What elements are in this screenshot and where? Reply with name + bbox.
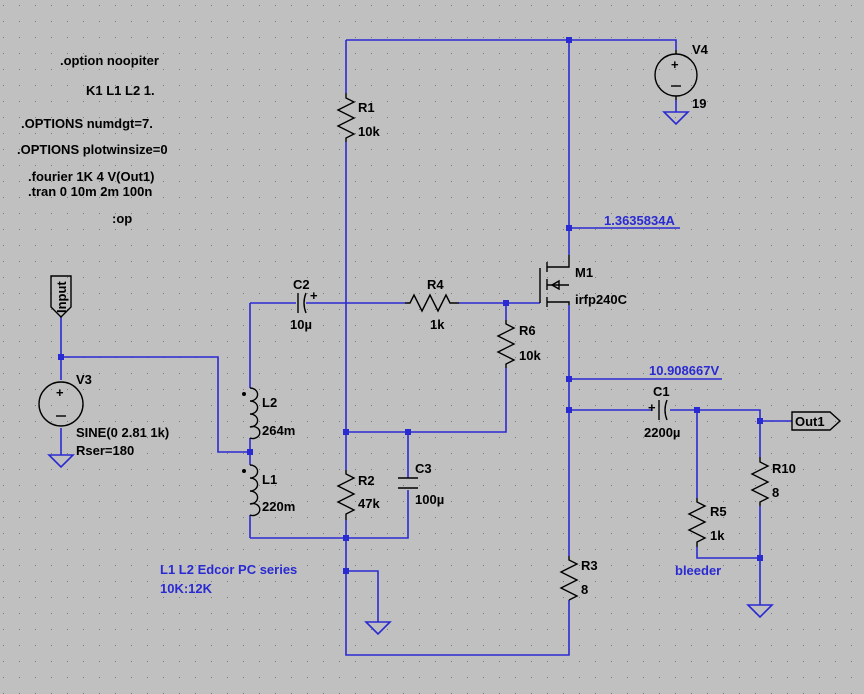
wire-r6-bottom[interactable] [346, 368, 507, 433]
l2-value: 264m [262, 423, 295, 438]
capacitor-c3[interactable]: C3 100µ [398, 461, 444, 507]
port-input-label: Input [54, 281, 69, 313]
l2-dot-icon [242, 392, 246, 396]
directive-numdgt[interactable]: .OPTIONS numdgt=7. [21, 116, 153, 131]
voltage-source-v3[interactable]: + V3 SINE(0 2.81 1k) Rser=180 [38, 372, 169, 458]
resistor-r10[interactable]: R10 8 [750, 457, 796, 506]
c2-name: C2 [293, 277, 310, 292]
junctions [58, 37, 763, 574]
wire-c3-bottom[interactable] [250, 490, 409, 539]
junction [405, 429, 411, 435]
wires [60, 39, 792, 656]
junction [757, 555, 763, 561]
c2-plus-icon: + [310, 288, 318, 303]
wire-input-transformer[interactable] [61, 356, 250, 453]
r4-value: 1k [430, 317, 445, 332]
capacitor-c2[interactable]: + C2 10µ [290, 277, 318, 332]
junction [343, 429, 349, 435]
v3-rser: Rser=180 [76, 443, 134, 458]
junction [343, 535, 349, 541]
junction [343, 568, 349, 574]
directive-tran[interactable]: .tran 0 10m 2m 100n [28, 184, 152, 199]
r2-value: 47k [358, 496, 380, 511]
transformer-note[interactable]: L1 L2 Edcor PC series [160, 562, 297, 577]
v4-plus-icon: + [671, 57, 679, 72]
v4-value: 19 [692, 96, 706, 111]
v3-value: SINE(0 2.81 1k) [76, 425, 169, 440]
inductor-l2[interactable]: L2 264m [242, 387, 295, 440]
c3-value: 100µ [415, 492, 444, 507]
m1-name: M1 [575, 265, 593, 280]
r3-name: R3 [581, 558, 598, 573]
resistor-r5[interactable]: R5 1k [687, 498, 727, 547]
c1-value: 2200µ [644, 425, 680, 440]
directive-plotwinsize[interactable]: .OPTIONS plotwinsize=0 [17, 142, 168, 157]
r6-value: 10k [519, 348, 541, 363]
ground-main-icon [364, 621, 392, 636]
c2-value: 10µ [290, 317, 312, 332]
r1-name: R1 [358, 100, 375, 115]
v3-plus-icon: + [56, 385, 64, 400]
port-out1-label: Out1 [795, 414, 825, 429]
junction [247, 449, 253, 455]
resistor-r1[interactable]: R1 10k [336, 93, 380, 142]
directive-noopiter[interactable]: .option noopiter [60, 53, 159, 68]
capacitor-c1[interactable]: + C1 2200µ [644, 384, 680, 440]
c3-name: C3 [415, 461, 432, 476]
source-voltage-readout[interactable]: 10.908667V [649, 363, 719, 378]
junction [566, 407, 572, 413]
l1-dot-icon [242, 469, 246, 473]
junction [566, 376, 572, 382]
directive-coupling[interactable]: K1 L1 L2 1. [86, 83, 155, 98]
r5-value: 1k [710, 528, 725, 543]
v3-name: V3 [76, 372, 92, 387]
m1-model: irfp240C [575, 292, 628, 307]
r4-name: R4 [427, 277, 444, 292]
junction [566, 225, 572, 231]
wire-top-rail[interactable] [346, 39, 677, 50]
junction [566, 37, 572, 43]
resistor-r3[interactable]: R3 8 [559, 556, 598, 601]
spice-directives: .option noopiter K1 L1 L2 1. .OPTIONS nu… [17, 53, 168, 226]
r1-value: 10k [358, 124, 380, 139]
r10-name: R10 [772, 461, 796, 476]
resistor-r4[interactable]: R4 1k [405, 277, 459, 332]
port-input[interactable]: Input [50, 275, 72, 318]
transformer-ratio[interactable]: 10K:12K [160, 581, 213, 596]
ground-v3-icon [47, 454, 75, 469]
directive-fourier[interactable]: .fourier 1K 4 V(Out1) [28, 169, 154, 184]
r2-name: R2 [358, 473, 375, 488]
drain-current-readout[interactable]: 1.3635834A [604, 213, 675, 228]
junction [694, 407, 700, 413]
junction [503, 300, 509, 306]
resistor-r2[interactable]: R2 47k [336, 470, 380, 520]
wire-ground-return[interactable] [345, 520, 570, 656]
v4-name: V4 [692, 42, 709, 57]
r3-value: 8 [581, 582, 588, 597]
ground-r10-icon [746, 604, 774, 619]
port-out1[interactable]: Out1 [791, 411, 842, 431]
r10-value: 8 [772, 485, 779, 500]
r5-name: R5 [710, 504, 727, 519]
resistor-r6[interactable]: R6 10k [496, 320, 541, 368]
c1-name: C1 [653, 384, 670, 399]
directive-op[interactable]: :op [112, 211, 132, 226]
l2-name: L2 [262, 395, 277, 410]
wire-ground-main[interactable] [346, 570, 379, 622]
inductor-l1[interactable]: L1 220m [242, 464, 295, 517]
junction [58, 354, 64, 360]
junction [757, 418, 763, 424]
l1-value: 220m [262, 499, 295, 514]
wire-r5-bottom[interactable] [696, 547, 760, 559]
ground-v4-icon [662, 111, 690, 126]
voltage-source-v4[interactable]: + V4 19 [654, 42, 709, 111]
l1-name: L1 [262, 472, 277, 487]
r6-name: R6 [519, 323, 536, 338]
mosfet-m1[interactable]: M1 irfp240C [539, 255, 628, 307]
bleeder-note[interactable]: bleeder [675, 563, 721, 578]
c1-plus-icon: + [648, 400, 656, 415]
